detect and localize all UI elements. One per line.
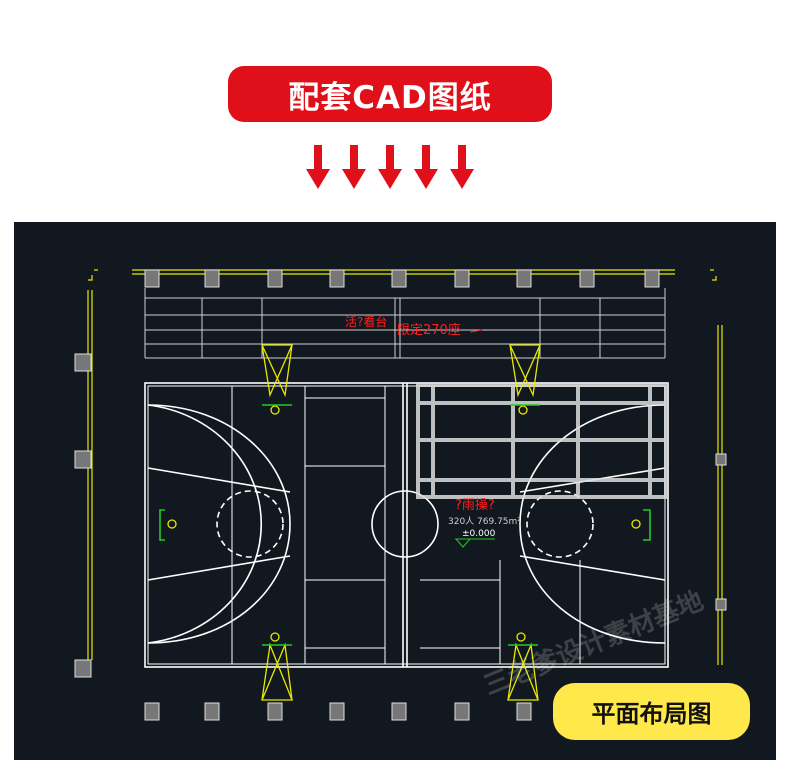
bleachers bbox=[144, 288, 666, 359]
down-arrow-icon bbox=[378, 145, 402, 189]
down-arrows bbox=[306, 145, 474, 189]
title-text: 配套CAD图纸 bbox=[288, 79, 492, 116]
bleacher-label: 活?看台 bbox=[345, 314, 387, 329]
hall-info: 320人 769.75m² bbox=[448, 516, 521, 527]
basketball-court bbox=[144, 382, 669, 668]
floor-plan-label-text: 平面布局图 bbox=[591, 700, 712, 728]
cad-floor-plan: 活?看台 限定270座 ?雨操? 320人 769.75m² ±0.000 三老… bbox=[74, 269, 727, 721]
columns bbox=[74, 269, 727, 721]
cad-drawing-panel: 活?看台 限定270座 ?雨操? 320人 769.75m² ±0.000 三老… bbox=[14, 222, 776, 760]
volleyball-grid bbox=[416, 383, 668, 499]
down-arrow-icon bbox=[414, 145, 438, 189]
floor-plan-label: 平面布局图 bbox=[553, 683, 750, 740]
down-arrow-icon bbox=[450, 145, 474, 189]
bleacher-capacity: 限定270座 bbox=[397, 323, 461, 338]
title-banner: 配套CAD图纸 bbox=[228, 66, 552, 122]
elevation-label: ±0.000 bbox=[462, 529, 496, 539]
down-arrow-icon bbox=[342, 145, 366, 189]
hall-name: ?雨操? bbox=[455, 497, 495, 513]
down-arrow-icon bbox=[306, 145, 330, 189]
